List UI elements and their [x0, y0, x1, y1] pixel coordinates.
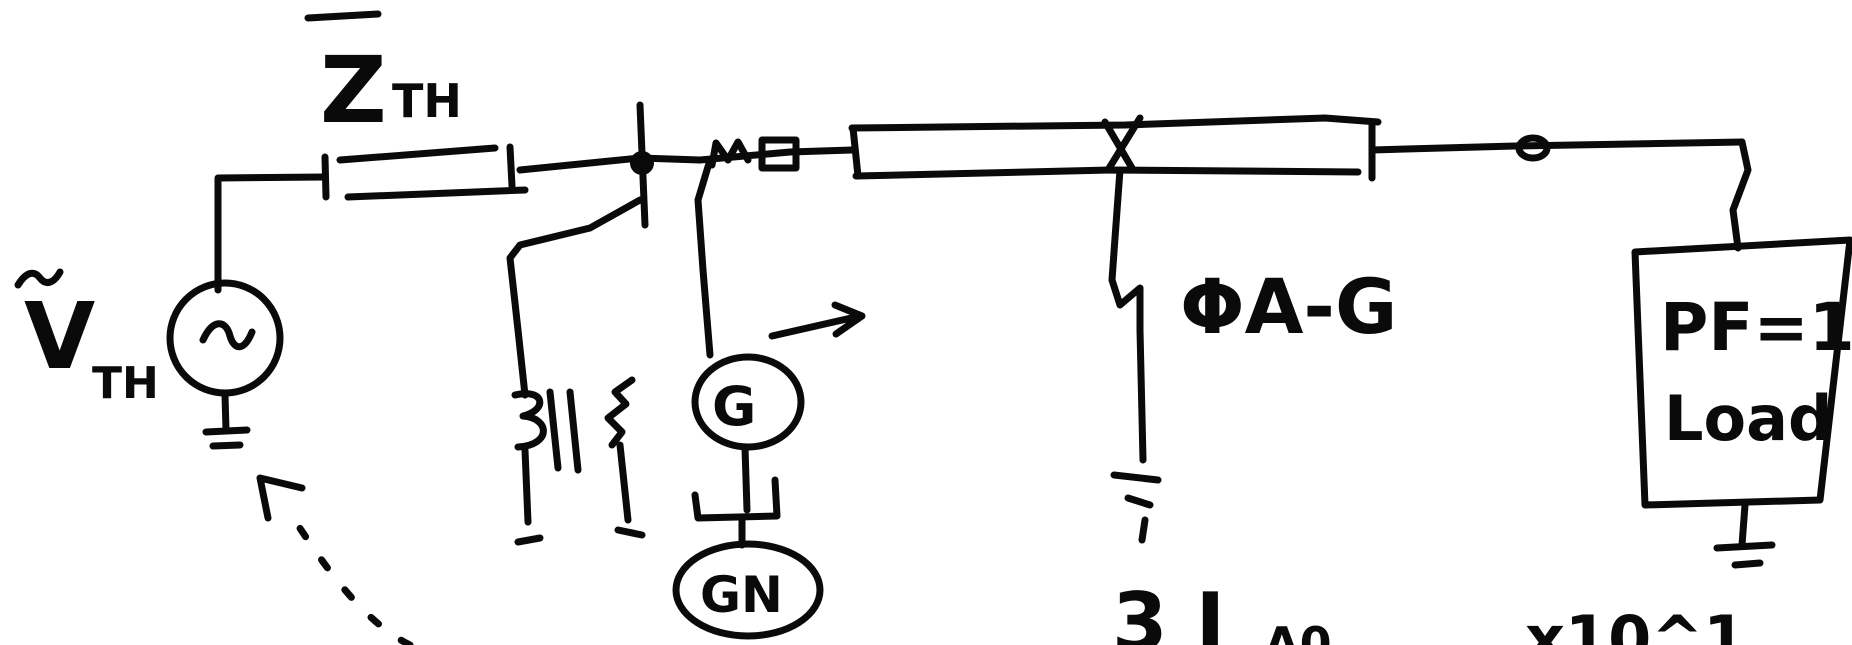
load-branch: PF=1 Load — [1631, 138, 1852, 569]
impedance-top-plate — [336, 144, 499, 164]
winding-3-icon — [511, 390, 547, 451]
impedance-left-tick — [321, 153, 330, 201]
winding-bar-1 — [546, 388, 562, 472]
shunt-branches — [506, 196, 646, 546]
generator-neutral-wire — [741, 444, 751, 514]
breaker-mark — [708, 138, 752, 169]
neutral-label: GN — [700, 566, 783, 624]
thevenin-impedance: Z TH — [304, 10, 529, 201]
sine-wave-icon — [199, 320, 256, 351]
generator-branch: G GN — [672, 156, 866, 640]
ac-source-circle — [166, 279, 284, 397]
impedance-bottom-plate — [344, 186, 529, 201]
tilde-mark-icon — [14, 268, 64, 289]
breaker-box — [758, 136, 800, 172]
load-line-1: PF=1 — [1660, 289, 1852, 366]
overbar-mark — [304, 10, 382, 22]
main-bus — [516, 101, 1746, 229]
fault-branch: ΦA-G — [1108, 166, 1397, 544]
source-lead-wire — [214, 173, 329, 294]
source-subscript: TH — [92, 358, 159, 409]
thevenin-source: V TH — [14, 173, 329, 450]
leg-1-foot — [514, 534, 544, 546]
bottom-notes: 3 I A0 x10^1 — [1112, 576, 1746, 645]
fault-current-subscript: A0 — [1264, 617, 1332, 645]
neutral-tee — [691, 476, 781, 522]
generator-label: G — [712, 375, 756, 438]
dashed-curve — [281, 501, 414, 645]
leg-2-down — [616, 441, 632, 524]
fragment-note: x10^1 — [1525, 602, 1746, 645]
neutral-ground-circle — [672, 540, 824, 640]
bus-node-dot — [630, 151, 654, 175]
return-path-arrow — [256, 474, 414, 645]
line-left-end — [849, 124, 862, 180]
bus-small-node — [1515, 134, 1551, 162]
fault-ground-icon — [1110, 471, 1162, 544]
shunt-feeder-wire — [506, 196, 644, 399]
source-ground-lead — [221, 391, 230, 434]
leg-2-foot — [614, 526, 646, 539]
fault-current-label: 3 I — [1112, 576, 1225, 645]
source-symbol: V — [24, 283, 95, 390]
line-top-conductor — [848, 114, 1382, 132]
load-box — [1631, 236, 1852, 509]
fault-drop-wire — [1108, 166, 1147, 464]
generator-feeder-wire — [694, 156, 714, 359]
load-ground-lead — [1738, 501, 1749, 549]
load-ground-icon — [1713, 541, 1776, 569]
winding-squiggle — [604, 376, 636, 449]
leg-1-down — [521, 446, 532, 526]
fault-x-mark-icon — [1101, 114, 1144, 174]
arrow-head-icon — [256, 474, 306, 522]
arrow-right-icon — [768, 301, 866, 340]
source-ground-icon — [202, 426, 251, 450]
impedance-symbol: Z — [320, 37, 387, 144]
bus-wire-left — [516, 146, 856, 174]
impedance-right-tick — [506, 143, 516, 190]
bus-wire-right — [1368, 138, 1746, 154]
fault-label: ΦA-G — [1180, 262, 1397, 351]
load-feed-wire — [1729, 138, 1752, 252]
impedance-subscript: TH — [392, 74, 462, 128]
winding-bar-2 — [566, 388, 582, 474]
load-line-2: Load — [1664, 382, 1832, 455]
